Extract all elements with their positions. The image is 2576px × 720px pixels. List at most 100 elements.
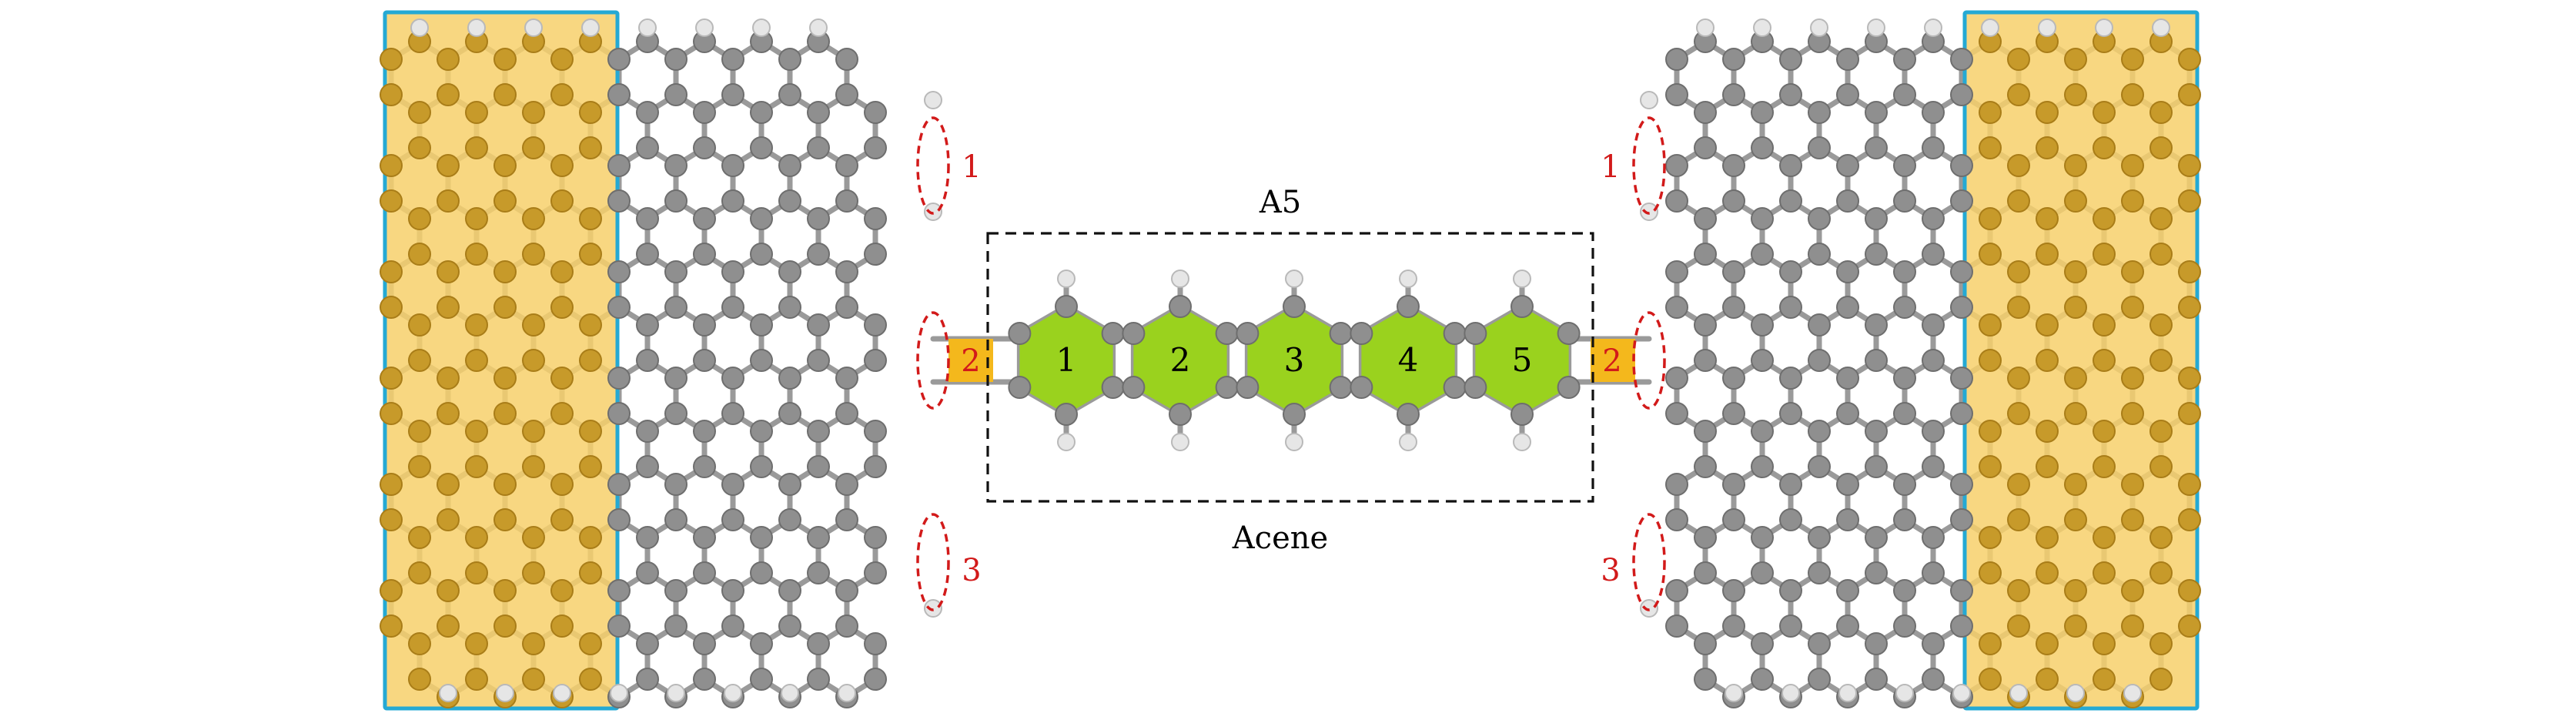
carbon-atom [1751,632,1774,655]
carbon-atom [2007,367,2030,390]
carbon-atom [864,455,887,478]
carbon-atom [493,296,517,319]
carbon-atom [1836,508,1859,531]
carbon-atom [2093,668,2116,691]
carbon-atom [607,189,631,213]
carbon-atom [693,207,716,230]
carbon-atom [1779,473,1802,496]
carbon-atom [2178,367,2201,390]
carbon-atom [1122,322,1146,345]
carbon-atom [2121,508,2144,531]
carbon-atom [1236,322,1260,345]
carbon-atom [1694,136,1717,159]
carbon-atom [693,101,716,124]
carbon-atom [437,473,460,496]
carbon-atom [1101,322,1125,345]
carbon-atom [636,455,659,478]
carbon-atom [1665,402,1688,425]
carbon-atom [750,136,773,159]
acene-ring-1 [1019,306,1113,414]
carbon-atom [1893,48,1916,71]
carbon-atom [636,632,659,655]
carbon-atom [864,349,887,372]
carbon-atom [721,508,744,531]
carbon-atom [2036,420,2059,443]
carbon-atom [721,296,744,319]
carbon-atom [1283,295,1306,318]
carbon-atom [1694,632,1717,655]
carbon-atom [2093,243,2116,266]
carbon-atom [1893,296,1916,319]
carbon-atom [778,367,801,390]
carbon-atom [1836,48,1859,71]
acene-dashed-box [986,232,1594,503]
hydrogen-atom [410,18,429,37]
carbon-atom [1808,561,1831,584]
carbon-atom [1510,295,1534,318]
carbon-atom [664,579,687,602]
carbon-atom [693,455,716,478]
carbon-atom [835,579,858,602]
hydrogen-atom [524,18,543,37]
carbon-atom [2178,296,2201,319]
carbon-atom [835,367,858,390]
carbon-atom [2064,367,2087,390]
carbon-atom [380,615,403,638]
carbon-atom [835,508,858,531]
acene-ring-3 [1247,306,1341,414]
carbon-atom [1808,349,1831,372]
carbon-atom [1665,154,1688,177]
carbon-atom [522,313,545,337]
hydrogen-atom [1057,270,1076,288]
carbon-atom [1694,101,1717,124]
carbon-atom [2149,101,2173,124]
hydrogen-atom [1753,18,1771,37]
carbon-atom [2036,243,2059,266]
carbon-atom [579,207,602,230]
carbon-atom [522,668,545,691]
hydrogen-atom [439,684,457,702]
carbon-atom [2178,508,2201,531]
carbon-atom [1922,349,1945,372]
carbon-atom [807,455,830,478]
hydrogen-atom [667,684,685,702]
carbon-atom [2121,579,2144,602]
carbon-atom [380,48,403,71]
carbon-atom [1836,473,1859,496]
carbon-atom [380,579,403,602]
carbon-atom [1979,101,2002,124]
carbon-atom [465,207,488,230]
carbon-atom [721,402,744,425]
carbon-atom [579,349,602,372]
carbon-atom [1865,136,1888,159]
carbon-atom [693,349,716,372]
hydrogen-atom [809,18,828,37]
carbon-atom [550,296,574,319]
carbon-atom [721,48,744,71]
carbon-atom [1665,367,1688,390]
carbon-atom [1922,101,1945,124]
hydrogen-atom [1725,684,1743,702]
carbon-atom [465,526,488,549]
carbon-atom [2036,136,2059,159]
carbon-atom [693,526,716,549]
carbon-atom [493,508,517,531]
carbon-atom [1893,367,1916,390]
carbon-atom [2178,579,2201,602]
carbon-atom [778,296,801,319]
carbon-atom [522,420,545,443]
carbon-atom [380,83,403,106]
carbon-atom [750,420,773,443]
carbon-atom [522,207,545,230]
carbon-atom [1779,296,1802,319]
carbon-atom [493,154,517,177]
carbon-atom [1665,615,1688,638]
carbon-atom [664,508,687,531]
carbon-atom [1950,154,1973,177]
carbon-atom [1722,579,1745,602]
carbon-atom [750,207,773,230]
carbon-atom [2121,260,2144,283]
carbon-atom [1722,296,1745,319]
carbon-atom [1694,207,1717,230]
carbon-atom [1979,455,2002,478]
